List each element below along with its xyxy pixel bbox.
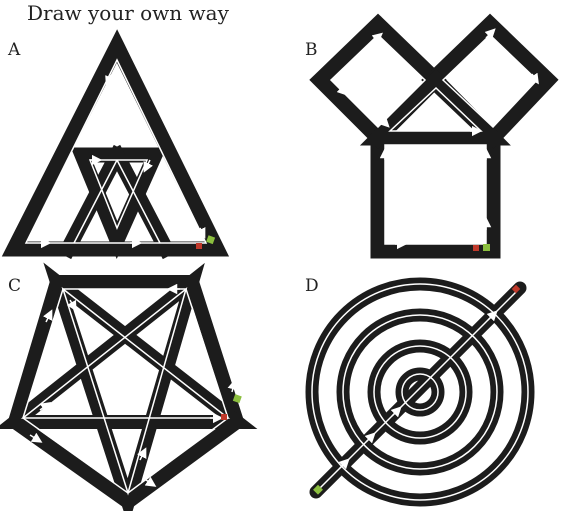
figure-b-pythagoras — [309, 13, 559, 259]
figure-a-triangle — [1, 29, 230, 260]
panel-label-c: C — [8, 276, 22, 296]
figure-d-circles — [305, 277, 535, 507]
panel-label-d: D — [305, 276, 319, 296]
start-square-icon — [473, 245, 479, 251]
page-title: Draw your own way — [27, 1, 229, 25]
start-square-icon — [511, 284, 521, 294]
panel-label-b: B — [305, 40, 318, 60]
end-square-icon — [232, 394, 242, 404]
end-square-icon — [313, 484, 323, 495]
arrow-icon — [338, 310, 498, 470]
panel-label-a: A — [8, 40, 21, 60]
arrow-icon — [29, 283, 238, 487]
start-square-icon — [221, 414, 227, 420]
figure-c-pentagram — [0, 262, 258, 511]
end-square-icon — [483, 244, 490, 251]
arrow-icon — [336, 28, 539, 250]
start-square-icon — [196, 243, 202, 249]
arrow-icon — [40, 74, 206, 249]
end-square-icon — [206, 235, 216, 245]
